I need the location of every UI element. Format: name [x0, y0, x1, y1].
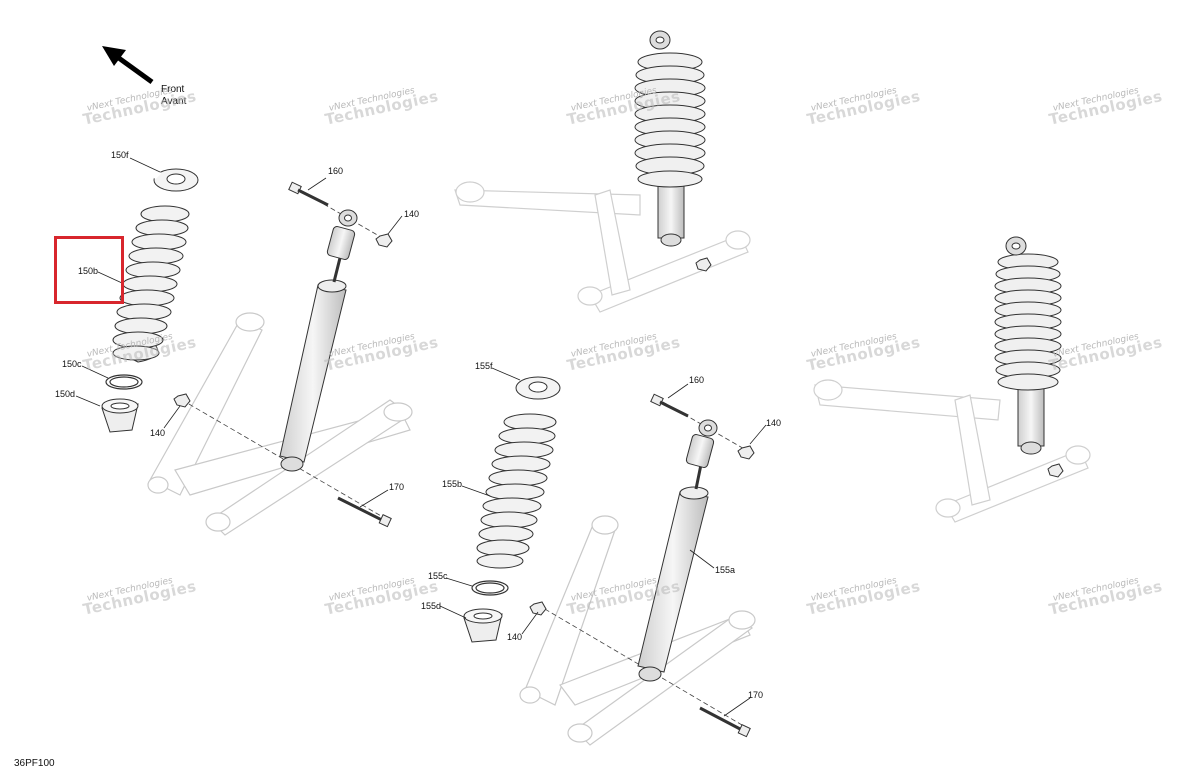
- nut-140-center-lower: [529, 601, 547, 616]
- assembled-suspension-top: [454, 30, 751, 313]
- bolt-160-center: [650, 393, 689, 418]
- avant-label: Avant: [161, 96, 187, 107]
- callout-155d[interactable]: 155d: [421, 601, 442, 611]
- lower-a-arm-left: [147, 312, 413, 536]
- callout-160[interactable]: 160: [328, 166, 344, 176]
- lower-a-arm-center: [519, 515, 756, 746]
- front-arrow-icon: [102, 46, 154, 85]
- adjuster-155d: [463, 608, 503, 643]
- bolt-160-left: [288, 181, 329, 207]
- callout-140[interactable]: 140: [404, 209, 420, 219]
- spring-stopper-150f: [152, 168, 199, 192]
- callout-155b[interactable]: 155b: [442, 479, 463, 489]
- callout-150d[interactable]: 150d: [55, 389, 76, 399]
- ring-155c: [471, 580, 509, 596]
- callout-150c[interactable]: 150c: [62, 359, 82, 369]
- callout-140[interactable]: 140: [507, 632, 523, 642]
- nut-140-left-upper: [375, 233, 393, 248]
- callout-150f[interactable]: 150f: [111, 150, 129, 160]
- adjuster-150d: [101, 398, 139, 433]
- callout-leaders: [75, 157, 767, 717]
- callout-155c[interactable]: 155c: [428, 571, 448, 581]
- nut-140-left-lower: [173, 393, 191, 408]
- shock-absorber-left: [279, 209, 358, 472]
- callout-155a[interactable]: 155a: [715, 565, 736, 575]
- figure-code: 36PF100: [14, 758, 55, 769]
- bolt-170-center: [699, 706, 751, 738]
- callout-170[interactable]: 170: [389, 482, 405, 492]
- callout-160[interactable]: 160: [689, 375, 705, 385]
- spring-coils-150b: [112, 205, 190, 361]
- ring-150c: [105, 374, 143, 390]
- callout-170[interactable]: 170: [748, 690, 764, 700]
- callout-150b[interactable]: 150b: [78, 266, 99, 276]
- bolt-170-left: [337, 496, 392, 528]
- spring-coils-155b: [476, 413, 557, 569]
- callout-140[interactable]: 140: [150, 428, 166, 438]
- callout-155f[interactable]: 155f: [475, 361, 493, 371]
- front-label: Front: [161, 84, 185, 95]
- callout-140[interactable]: 140: [766, 418, 782, 428]
- spring-stopper-155f: [515, 376, 561, 400]
- assembled-suspension-right: [813, 236, 1091, 523]
- shock-absorber-center: [637, 419, 718, 682]
- highlight-box-150b: [54, 236, 124, 304]
- nut-140-center-upper: [737, 445, 755, 460]
